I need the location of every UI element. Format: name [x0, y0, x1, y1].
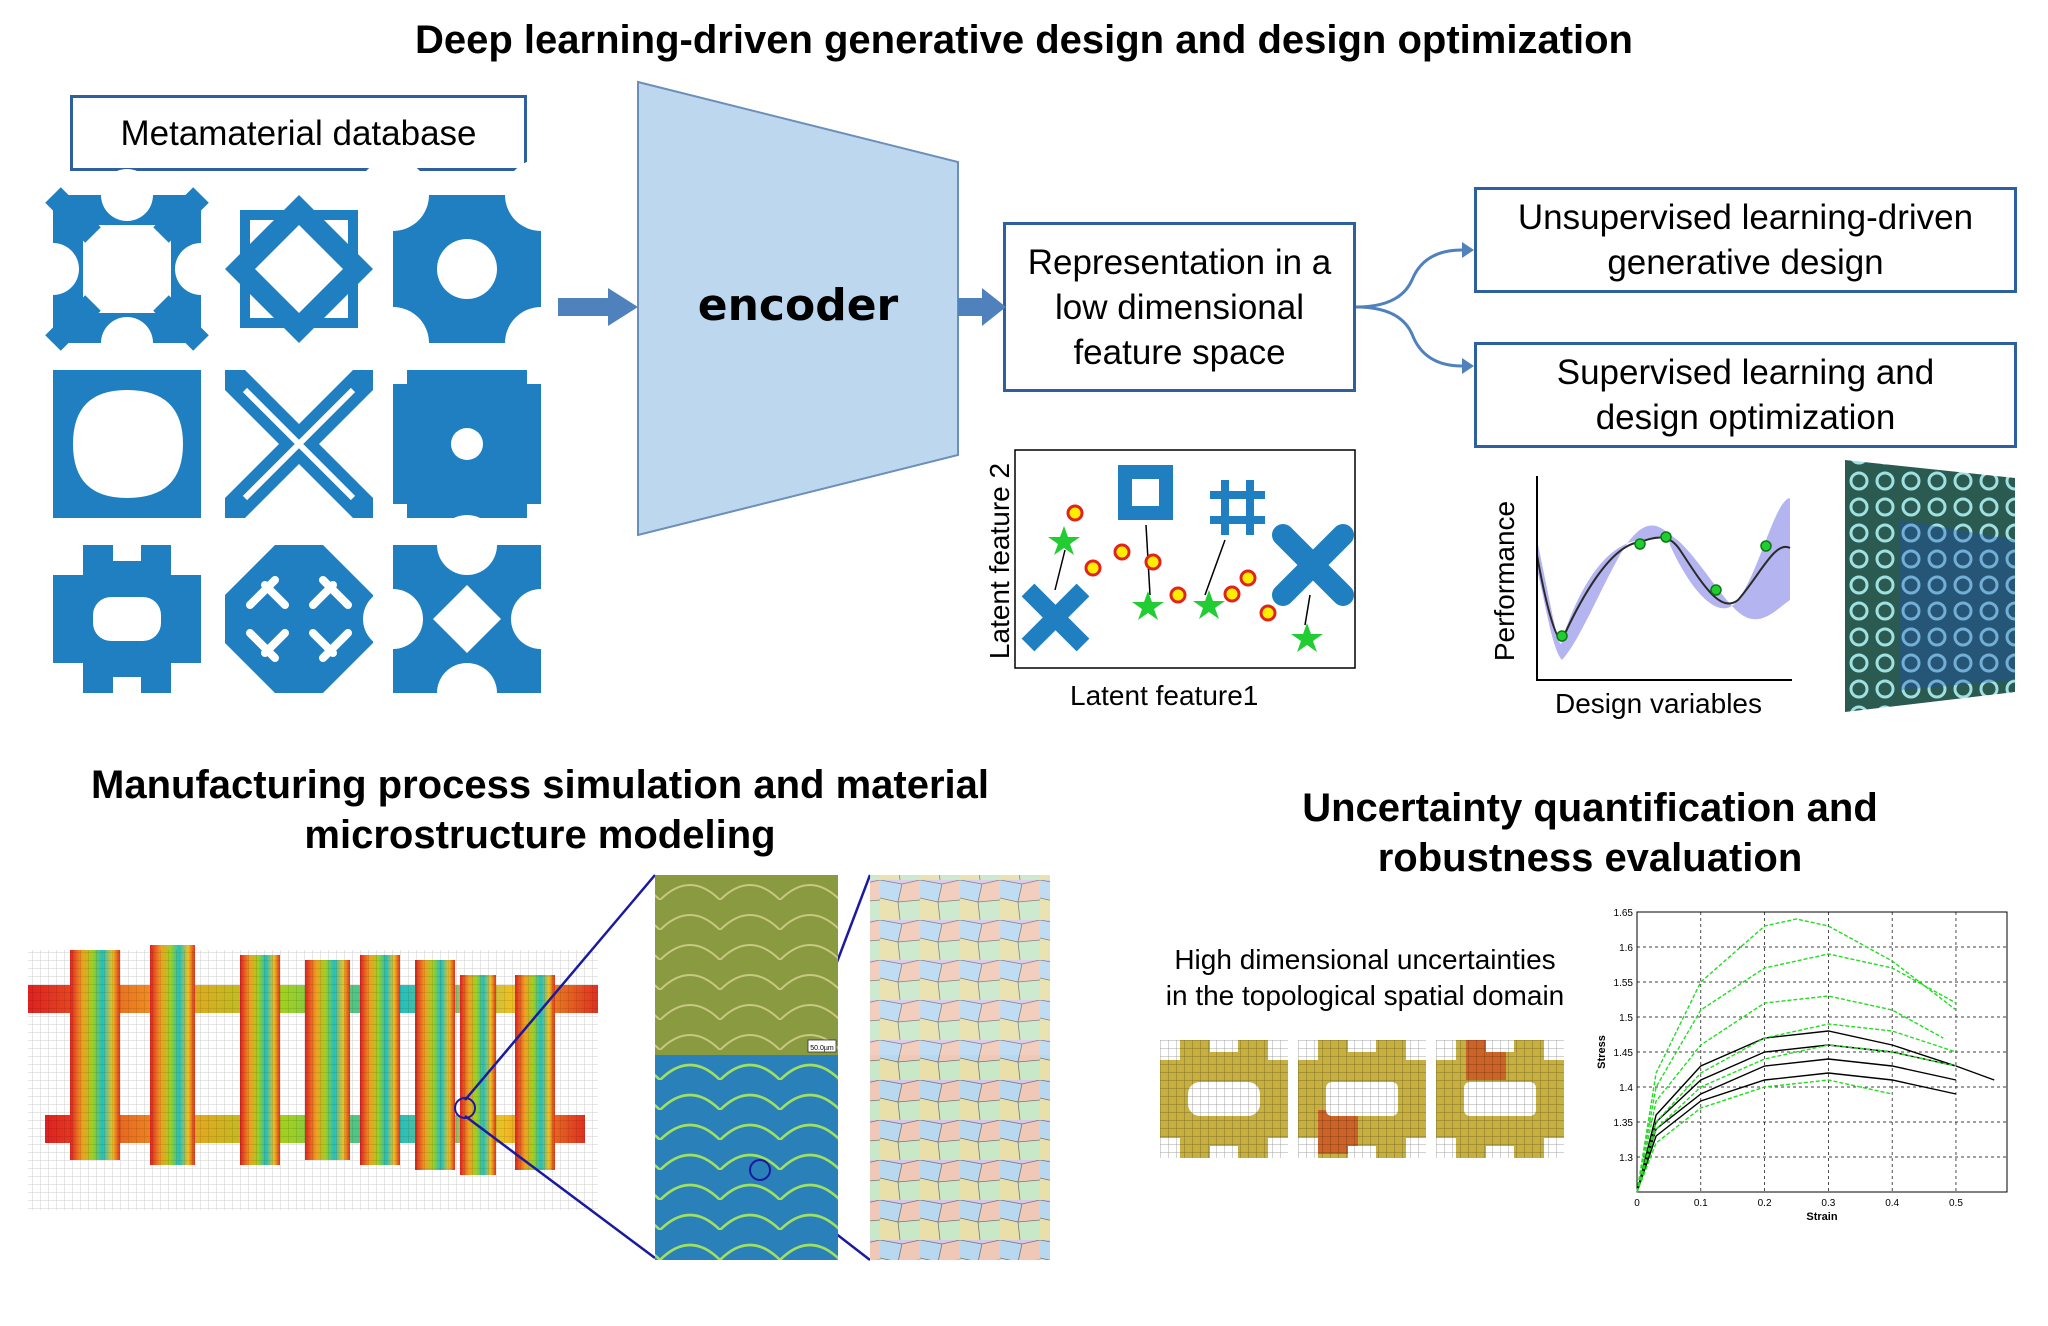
chart-series-line [1636, 1058, 1957, 1193]
representation-line3: feature space [1073, 332, 1286, 372]
scale-bar-box [807, 1039, 837, 1053]
chart-ylabel: Stress [1596, 1035, 1608, 1069]
uncertainty-band-shape [1537, 498, 1790, 660]
chart-ytick-label: 1.65 [1614, 908, 1634, 919]
latent-ylabel: Latent feature 2 [984, 462, 1015, 660]
manufacturing-mesh [28, 945, 598, 1210]
metamaterial-cell-2 [225, 195, 373, 343]
arrow-head-unsupervised [1462, 242, 1474, 258]
uncertainty-cell-3 [1436, 1040, 1564, 1158]
chart-series-line [1636, 1072, 1957, 1193]
chart-series-line [1636, 1079, 1893, 1193]
performance-ylabel: Performance [1489, 500, 1520, 662]
zoom-circle-mesh [454, 1097, 476, 1119]
supervised-line2: design optimization [1595, 398, 1896, 437]
chart-series-line [1636, 918, 1957, 1193]
chart-series-line [1636, 1044, 1957, 1193]
branch-arrows [1355, 248, 1463, 368]
uncertainty-title: Uncertainty quantification and robustnes… [1130, 783, 2048, 883]
chart-xtick-label: 0 [1634, 1198, 1640, 1209]
performance-points [1556, 531, 1772, 642]
manufacturing-title-line1: Manufacturing process simulation and mat… [91, 763, 989, 807]
unsupervised-line2: generative design [1607, 243, 1884, 282]
performance-axes [1536, 476, 1792, 681]
chart-ytick-label: 1.35 [1614, 1118, 1634, 1129]
uncertainty-cell-1 [1160, 1040, 1288, 1158]
arrow-from-encoder [958, 288, 1006, 326]
chart-ytick-label: 1.4 [1619, 1083, 1633, 1094]
chart-ytick-label: 1.55 [1614, 978, 1634, 989]
chart-xlabel: Strain [1806, 1211, 1837, 1223]
chart-xtick-label: 0.3 [1821, 1198, 1835, 1209]
uncertainty-title-line2: robustness evaluation [1377, 836, 1803, 880]
arrow-head-supervised [1462, 358, 1474, 374]
latent-xlabel: Latent feature1 [1070, 680, 1259, 711]
chart-ytick-label: 1.3 [1619, 1153, 1633, 1164]
latent-shape-hash [1210, 480, 1265, 535]
supervised-box: Supervised learning and design optimizat… [1474, 342, 2017, 448]
metamaterial-cell-9 [363, 515, 571, 723]
uncertainty-title-line1: Uncertainty quantification and [1302, 786, 1878, 830]
uncertainty-text: High dimensional uncertainties in the to… [1150, 942, 1580, 1014]
chart-xtick-label: 0.2 [1758, 1198, 1772, 1209]
metamaterial-cell-5 [225, 370, 373, 518]
chart-series-line [1636, 953, 1957, 1193]
encoder-shape [637, 80, 959, 537]
representation-box: Representation in a low dimensional feat… [1003, 222, 1356, 392]
scale-bar-text: 50.0µm [810, 1045, 834, 1052]
latent-shape-cross [1272, 524, 1354, 606]
metamaterial-cell-7 [53, 545, 201, 693]
uncertainty-cells [1160, 1040, 1564, 1158]
chart-series-line [1636, 995, 1944, 1193]
chart-xtick-label: 0.4 [1885, 1198, 1899, 1209]
metamaterial-cell-8 [225, 545, 373, 693]
performance-xlabel: Design variables [1555, 688, 1762, 719]
lattice-image [1845, 460, 2015, 712]
grain-map-top [870, 875, 1050, 1055]
performance-plot [1536, 476, 1792, 681]
latent-shape-frame1 [1118, 465, 1173, 520]
representation-line1: Representation in a [1027, 242, 1332, 282]
chart-ytick-label: 1.5 [1619, 1013, 1633, 1024]
metamaterial-cell-4 [53, 370, 201, 518]
arrow-to-encoder [558, 288, 638, 326]
latent-space-plot [1014, 449, 1356, 669]
grain-map-bottom [870, 1055, 1050, 1260]
metamaterial-grid [27, 159, 577, 723]
unsupervised-box: Unsupervised learning-driven generative … [1474, 187, 2017, 293]
micrograph-olive [655, 875, 838, 1055]
uncertainty-cell-2 [1298, 1040, 1426, 1158]
chart-series-line [1636, 1023, 1957, 1193]
unsupervised-line1: Unsupervised learning-driven [1517, 198, 1974, 237]
micrograph-blue [655, 1055, 838, 1260]
chart-xtick-label: 0.5 [1949, 1198, 1963, 1209]
chart-ytick-label: 1.6 [1619, 943, 1633, 954]
lattice-shading [1900, 520, 2015, 690]
manufacturing-title-line2: microstructure modeling [304, 813, 776, 857]
latent-shape-x [1021, 583, 1090, 652]
metamaterial-cell-1 [27, 169, 227, 369]
encoder-label: encoder [697, 280, 899, 331]
metamaterial-cell-6 [393, 370, 541, 518]
main-title: Deep learning-driven generative design a… [415, 18, 1633, 62]
chart-ytick-label: 1.45 [1614, 1048, 1634, 1059]
metamaterial-cell-3 [357, 159, 577, 379]
zoom-circle-micro [749, 1159, 771, 1181]
stress-strain-chart: 0 0.1 0.2 0.3 0.4 0.5 1.3 1.35 1.4 1.45 1.5 1.55 1.6… [1596, 908, 2008, 1223]
uncertainty-text-line1: High dimensional uncertainties [1174, 944, 1556, 975]
latent-circles [1066, 504, 1277, 622]
manufacturing-title: Manufacturing process simulation and mat… [30, 760, 1050, 860]
supervised-line1: Supervised learning and [1556, 353, 1935, 392]
chart-xtick-label: 0.1 [1694, 1198, 1708, 1209]
uncertainty-text-line2: in the topological spatial domain [1165, 980, 1565, 1011]
representation-line2: low dimensional [1054, 287, 1305, 327]
latent-stars [1048, 526, 1323, 652]
metamaterial-database-box: Metamaterial database [70, 95, 527, 171]
